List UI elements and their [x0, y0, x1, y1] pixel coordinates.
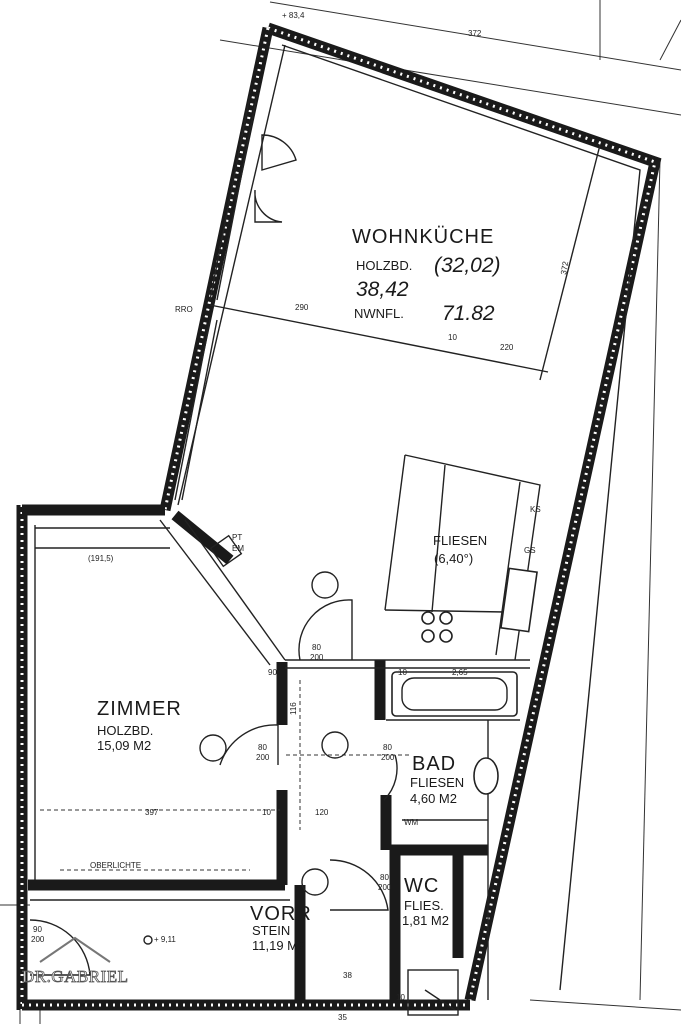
ks-label: KS — [530, 505, 541, 514]
em-label: EM — [232, 544, 244, 553]
dim-191: (191,5) — [88, 554, 114, 563]
level-vorr: + 9,11 — [154, 935, 176, 944]
zimmer-floor: HOLZBD. — [97, 723, 153, 738]
bad-floor: FLIESEN — [410, 775, 464, 790]
watermark: DR.GABRIEL — [22, 936, 129, 986]
dim-90: 90 — [268, 668, 277, 677]
watermark-text: DR.GABRIEL — [22, 967, 129, 986]
dim-38: 38 — [343, 971, 352, 980]
dim-35: 35 — [338, 1013, 347, 1022]
fixtures — [199, 534, 518, 896]
wohnkueche-nwnfl-label: NWNFL. — [354, 306, 404, 321]
oberlichte-label: OBERLICHTE — [90, 861, 141, 870]
door-b-bot: 200 — [381, 753, 395, 762]
dim-right: 372 — [559, 260, 570, 275]
dim-bad-265: 2,65 — [452, 668, 468, 677]
bad-name: BAD — [412, 753, 456, 775]
door-b-top: 80 — [383, 743, 392, 752]
vorr-floor: STEIN — [252, 923, 290, 938]
wohnkueche-area-handwritten: 38,42 — [356, 278, 409, 301]
kitchen-tiles-area: (6,40°) — [434, 551, 473, 566]
wohnkueche-name: WOHNKÜCHE — [352, 226, 494, 248]
gs-label: GS — [524, 546, 536, 555]
dim-bad-10: 10 — [398, 668, 407, 677]
rro-label: RRO — [175, 305, 193, 314]
door-e-top: 90 — [33, 925, 42, 934]
door-d-bot: 200 — [310, 653, 324, 662]
dim-mid-120: 120 — [315, 808, 329, 817]
bad-area: 4,60 M2 — [410, 791, 457, 806]
wohnkueche-floor: HOLZBD. — [356, 258, 412, 273]
dim-wohn-right: 220 — [500, 343, 514, 352]
dim-zimmer-width: 397 — [145, 808, 159, 817]
dim-10: 10 — [396, 993, 405, 1002]
inner-lines — [30, 44, 641, 1016]
pt-em-label: PT — [232, 533, 242, 542]
vorr-area: 11,19 M2 — [252, 938, 305, 953]
wohnkueche-nwnfl-value: 71.82 — [442, 302, 495, 325]
kitchen-tiles-name: FLIESEN — [433, 533, 487, 548]
door-a-bot: 200 — [256, 753, 270, 762]
dim-mid-10: 10 — [262, 808, 271, 817]
wc-name: WC — [404, 875, 439, 897]
wc-area: 1,81 M2 — [402, 913, 449, 928]
zimmer-name: ZIMMER — [97, 698, 182, 720]
door-d-top: 80 — [312, 643, 321, 652]
dim-wohn-mid: 10 — [448, 333, 457, 342]
wm-label: WM — [404, 818, 419, 827]
dimension-labels: + 83,4 372 372 290 10 220 RRO (191,5) PT… — [31, 11, 570, 1022]
dim-wohn-left: 290 — [295, 303, 309, 312]
level-top: + 83,4 — [282, 11, 305, 20]
dim-top: 372 — [468, 29, 482, 38]
vorr-name: VORR — [250, 903, 312, 925]
wohnkueche-area-printed: (32,02) — [434, 254, 501, 277]
house-logo-icon — [39, 936, 111, 963]
zimmer-area: 15,09 M2 — [97, 738, 151, 753]
door-c-top: 80 — [380, 873, 389, 882]
room-labels: WOHNKÜCHE HOLZBD. (32,02) 38,42 NWNFL. 7… — [97, 226, 501, 953]
dim-116: 116 — [289, 702, 298, 715]
door-a-top: 80 — [258, 743, 267, 752]
wc-floor: FLIES. — [404, 898, 444, 913]
door-e-bot: 200 — [31, 935, 45, 944]
door-c-bot: 200 — [378, 883, 392, 892]
walls — [16, 22, 662, 1011]
doors — [29, 134, 398, 976]
